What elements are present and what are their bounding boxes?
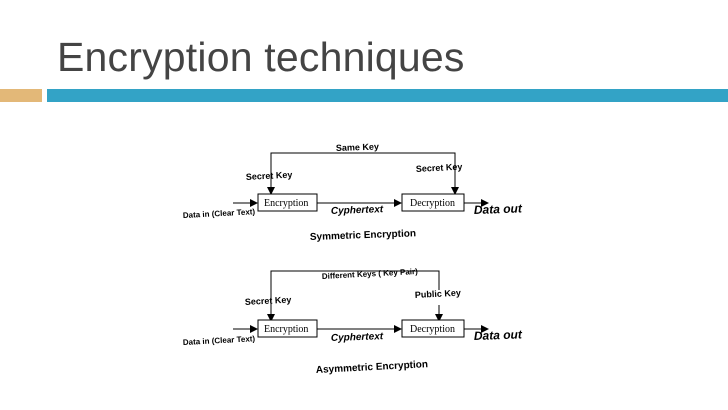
accent-bar-left: [0, 89, 42, 102]
asym-decryption-label: Decryption: [410, 324, 455, 335]
sym-same-key-label: Same Key: [336, 142, 379, 153]
asym-secret-key-label: Secret Key: [245, 295, 292, 307]
asym-caption: Asymmetric Encryption: [316, 359, 429, 376]
sym-encryption-label: Encryption: [264, 198, 308, 209]
sym-data-out-label: Data out: [474, 201, 523, 217]
asym-key-line: [270, 270, 440, 320]
sym-data-in-label: Data in (Clear Text): [183, 207, 256, 220]
asym-encryption-label: Encryption: [264, 324, 308, 335]
symmetric-diagram: Same Key Secret Key Secret Key Encryptio…: [183, 142, 523, 243]
asym-data-out-label: Data out: [474, 327, 523, 343]
asymmetric-diagram: Different Keys ( Key Pair) Secret Key Pu…: [183, 267, 523, 376]
sym-cyphertext-label: Cyphertext: [331, 204, 384, 217]
asym-cyphertext-label: Cyphertext: [331, 331, 384, 344]
asym-data-in-label: Data in (Clear Text): [183, 334, 256, 347]
sym-decryption-label: Decryption: [410, 198, 455, 209]
asym-public-key-label: Public Key: [415, 288, 461, 300]
accent-bar-right: [47, 89, 728, 102]
slide-title: Encryption techniques: [57, 34, 465, 80]
sym-caption: Symmetric Encryption: [310, 228, 416, 243]
sym-secret-key-left: Secret Key: [246, 170, 293, 182]
sym-secret-key-right: Secret Key: [416, 162, 463, 174]
asym-key-pair-label: Different Keys ( Key Pair): [322, 267, 419, 281]
sym-key-line: [270, 152, 456, 193]
